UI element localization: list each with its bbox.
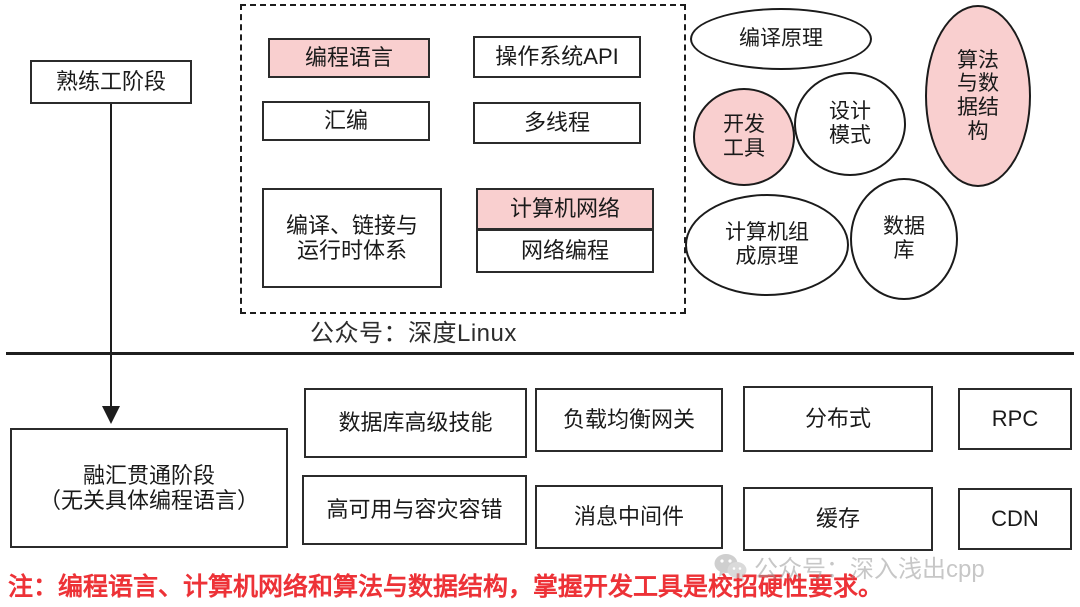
footnote-note: 注：编程语言、计算机网络和算法与数据结构，掌握开发工具是校招硬性要求。: [8, 573, 884, 601]
skill-box-rpc: RPC: [958, 388, 1072, 450]
topic-blob-database: 数据 库: [850, 178, 958, 300]
topic-box-computer-network: 计算机网络: [476, 188, 654, 230]
topic-box-network-programming: 网络编程: [476, 229, 654, 273]
topic-box-os-api: 操作系统API: [473, 36, 641, 78]
topic-box-programming-language: 编程语言: [268, 38, 430, 78]
skill-box-database-advanced: 数据库高级技能: [304, 388, 527, 458]
topic-blob-computer-organization: 计算机组 成原理: [685, 194, 849, 296]
topic-box-compile-link-runtime: 编译、链接与 运行时体系: [262, 188, 442, 288]
topic-box-multithreading: 多线程: [473, 102, 641, 144]
skill-box-load-balancer-gateway: 负载均衡网关: [535, 388, 723, 452]
topic-blob-compiler-theory: 编译原理: [690, 8, 872, 70]
stage-box-bottom: 融汇贯通阶段 （无关具体编程语言）: [10, 428, 288, 548]
stage-connector-line: [110, 104, 112, 412]
stage-connector-arrowhead: [102, 406, 120, 424]
skill-box-cache: 缓存: [743, 487, 933, 551]
skill-box-distributed: 分布式: [743, 386, 933, 452]
topic-blob-dev-tools: 开发 工具: [693, 88, 795, 186]
caption-wechat-account: 公众号：深度Linux: [310, 320, 517, 347]
skill-box-cdn: CDN: [958, 488, 1072, 550]
skill-box-message-queue: 消息中间件: [535, 485, 723, 549]
stage-box-top: 熟练工阶段: [30, 60, 192, 104]
topic-blob-design-patterns: 设计 模式: [794, 72, 906, 176]
dashed-group-container: [240, 4, 686, 314]
section-divider: [6, 352, 1074, 355]
topic-box-assembly: 汇编: [262, 101, 430, 141]
topic-blob-algorithms-data-structures: 算法 与数 据结 构: [925, 5, 1031, 187]
skill-box-high-availability: 高可用与容灾容错: [302, 475, 527, 545]
